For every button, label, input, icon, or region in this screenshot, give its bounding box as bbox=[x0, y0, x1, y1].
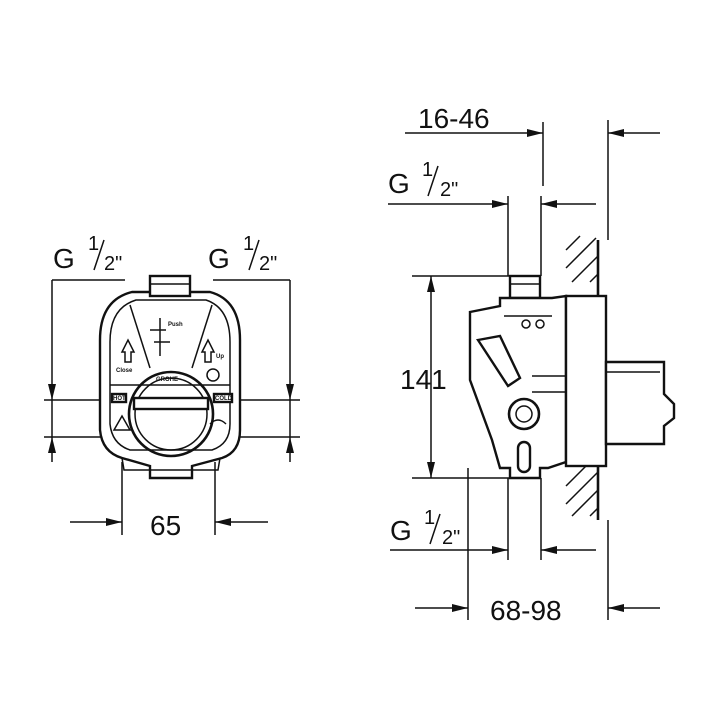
svg-text:68-98: 68-98 bbox=[490, 595, 562, 626]
svg-text:2": 2" bbox=[259, 253, 277, 275]
svg-text:1: 1 bbox=[422, 159, 433, 181]
side-wall-depth-dimension: 16-46 bbox=[405, 103, 660, 240]
svg-text:G: G bbox=[208, 243, 230, 274]
svg-text:65: 65 bbox=[150, 510, 181, 541]
svg-text:1: 1 bbox=[424, 507, 435, 529]
svg-text:16-46: 16-46 bbox=[418, 103, 490, 134]
side-depth-dimension: 68-98 bbox=[415, 468, 660, 626]
front-left-thread-label: G 1 2" bbox=[53, 233, 122, 275]
svg-text:GROHE: GROHE bbox=[156, 377, 178, 383]
svg-text:1: 1 bbox=[88, 233, 99, 255]
svg-text:2": 2" bbox=[104, 253, 122, 275]
side-height-dimension: 141 bbox=[400, 275, 520, 479]
svg-text:2": 2" bbox=[442, 527, 460, 549]
front-right-thread-label: G 1 2" bbox=[208, 233, 277, 275]
svg-text:Up: Up bbox=[216, 354, 224, 360]
front-view: G 1 2" G 1 2" bbox=[44, 233, 300, 541]
svg-text:Push: Push bbox=[168, 322, 183, 328]
svg-text:1: 1 bbox=[243, 233, 254, 255]
svg-text:G: G bbox=[53, 243, 75, 274]
front-width-dimension: 65 bbox=[70, 462, 268, 541]
side-wall-hatching bbox=[565, 235, 600, 520]
front-valve-body: GROHE bbox=[98, 274, 242, 480]
side-top-thread-label: G 1 2" bbox=[388, 159, 596, 276]
front-thread-leaders bbox=[44, 279, 300, 462]
side-bottom-thread-label: G 1 2" bbox=[390, 478, 596, 560]
svg-text:COLD: COLD bbox=[215, 396, 233, 402]
side-view: 16-46 G 1 2" bbox=[388, 103, 676, 626]
svg-text:141: 141 bbox=[400, 364, 447, 395]
svg-text:Close: Close bbox=[116, 368, 133, 374]
svg-text:2": 2" bbox=[440, 179, 458, 201]
front-body-markings: Close Up Push HOT COLD bbox=[110, 318, 234, 431]
svg-text:HOT: HOT bbox=[113, 396, 126, 402]
svg-text:G: G bbox=[388, 168, 410, 199]
side-valve-body bbox=[468, 274, 676, 480]
svg-text:G: G bbox=[390, 515, 412, 546]
